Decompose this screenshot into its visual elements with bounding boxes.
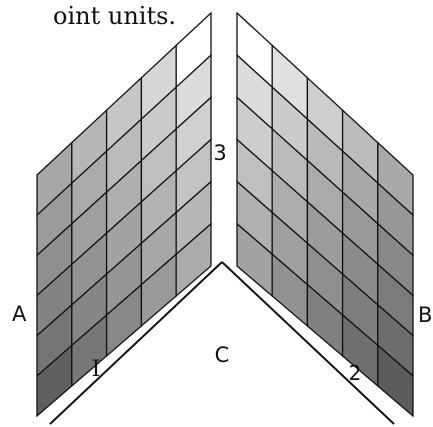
caption-fragment: oint units. — [53, 2, 176, 30]
label-3: 3 — [213, 141, 226, 165]
label-B: B — [418, 303, 432, 327]
label-A: A — [12, 302, 27, 326]
floor-left-edge — [49, 261, 223, 425]
right-shaded-panel — [236, 11, 414, 418]
left-panel-cell-r6-c5 — [175, 222, 212, 298]
label-C: C — [215, 343, 230, 367]
left-shaded-panel — [36, 11, 212, 418]
label-1: I — [92, 357, 101, 382]
label-2: 2 — [349, 361, 362, 385]
floor-right-edge — [221, 261, 395, 425]
right-panel-cell-r6-c5 — [377, 344, 414, 418]
